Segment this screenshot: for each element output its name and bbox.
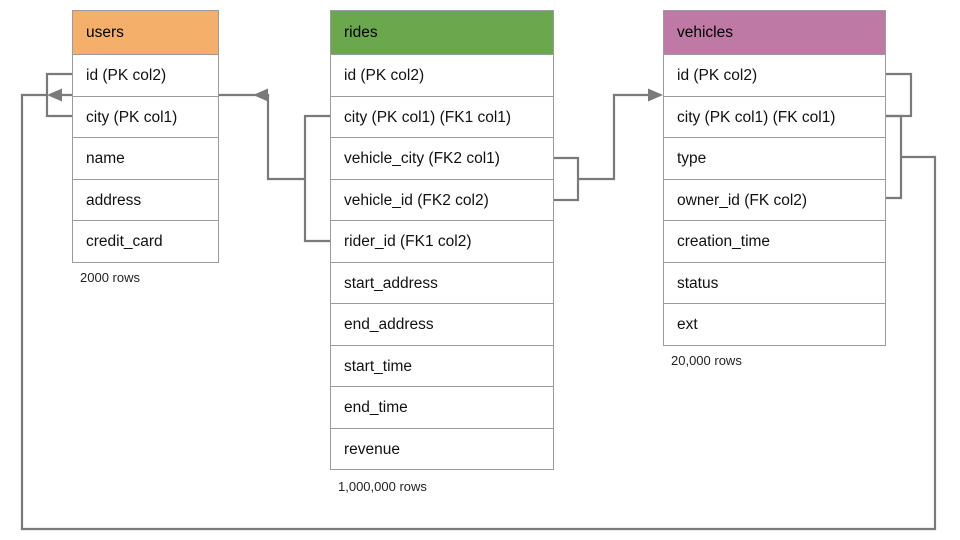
field-vehicles-ext[interactable]: ext bbox=[664, 304, 885, 346]
entity-table-rides[interactable]: rides id (PK col2) city (PK col1) (FK1 c… bbox=[330, 10, 554, 470]
field-vehicles-owner-id[interactable]: owner_id (FK col2) bbox=[664, 180, 885, 221]
vehicles-pk-bracket bbox=[886, 72, 913, 118]
field-rides-vehicle-id[interactable]: vehicle_id (FK2 col2) bbox=[331, 180, 553, 221]
field-rides-revenue[interactable]: revenue bbox=[331, 429, 553, 470]
arrowhead-into-users bbox=[47, 88, 62, 102]
field-vehicles-city[interactable]: city (PK col1) (FK col1) bbox=[664, 97, 885, 138]
field-rides-vehicle-city[interactable]: vehicle_city (FK2 col1) bbox=[331, 138, 553, 180]
arrowhead-fk1-midpoint bbox=[253, 88, 268, 102]
entity-table-vehicles[interactable]: vehicles id (PK col2) city (PK col1) (FK… bbox=[663, 10, 886, 346]
arrowhead-into-vehicles bbox=[648, 88, 663, 102]
row-count-vehicles: 20,000 rows bbox=[671, 353, 742, 368]
table-header-vehicles: vehicles bbox=[664, 11, 885, 55]
row-count-rides: 1,000,000 rows bbox=[338, 479, 427, 494]
rides-fk1-bracket bbox=[303, 114, 330, 243]
field-users-city[interactable]: city (PK col1) bbox=[73, 97, 218, 138]
field-vehicles-creation-time[interactable]: creation_time bbox=[664, 221, 885, 263]
field-rides-start-address[interactable]: start_address bbox=[331, 263, 553, 304]
field-users-id[interactable]: id (PK col2) bbox=[73, 55, 218, 97]
fk2-path-rides-to-vehicles bbox=[578, 93, 652, 181]
field-rides-city[interactable]: city (PK col1) (FK1 col1) bbox=[331, 97, 553, 138]
field-users-address[interactable]: address bbox=[73, 180, 218, 221]
field-vehicles-id[interactable]: id (PK col2) bbox=[664, 55, 885, 97]
field-vehicles-status[interactable]: status bbox=[664, 263, 885, 304]
table-header-users: users bbox=[73, 11, 218, 55]
table-header-rides: rides bbox=[331, 11, 553, 55]
field-rides-end-address[interactable]: end_address bbox=[331, 304, 553, 346]
row-count-users: 2000 rows bbox=[80, 270, 140, 285]
field-users-name[interactable]: name bbox=[73, 138, 218, 180]
field-users-credit-card[interactable]: credit_card bbox=[73, 221, 218, 263]
field-rides-id[interactable]: id (PK col2) bbox=[331, 55, 553, 97]
field-rides-end-time[interactable]: end_time bbox=[331, 387, 553, 429]
field-vehicles-type[interactable]: type bbox=[664, 138, 885, 180]
rides-fk2-bracket bbox=[554, 156, 580, 202]
field-rides-start-time[interactable]: start_time bbox=[331, 346, 553, 387]
field-rides-rider-id[interactable]: rider_id (FK1 col2) bbox=[331, 221, 553, 263]
vehicles-fk-bracket bbox=[886, 114, 903, 200]
entity-table-users[interactable]: users id (PK col2) city (PK col1) name a… bbox=[72, 10, 219, 263]
users-pk-bracket bbox=[45, 72, 72, 118]
